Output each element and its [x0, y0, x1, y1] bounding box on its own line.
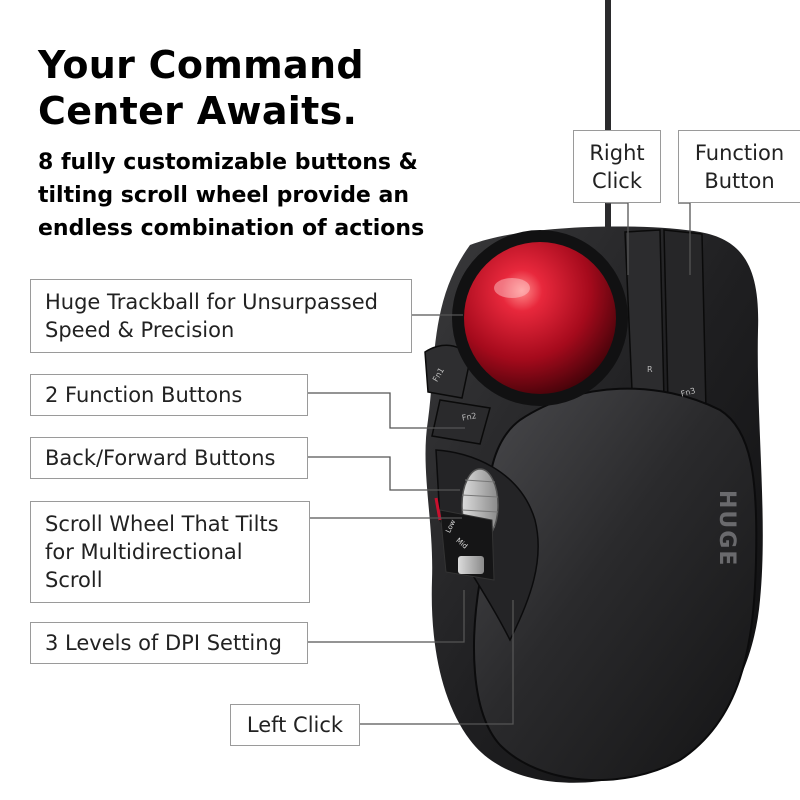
callout-back-forward-label: Back/Forward Buttons [45, 446, 276, 470]
fn2-marking: Fn2 [461, 411, 477, 422]
r-marking: R [647, 365, 653, 374]
callout-dpi-label: 3 Levels of DPI Setting [45, 631, 282, 655]
callout-scroll-wheel: Scroll Wheel That Tilts for Multidirecti… [30, 501, 310, 603]
callout-function-button: Function Button [678, 130, 800, 203]
callout-trackball-line-1: Huge Trackball for Unsurpassed [45, 290, 378, 314]
leader-dpi [308, 590, 465, 643]
callout-right-click-line-1: Right [589, 140, 645, 165]
leader-lines [308, 202, 691, 725]
callout-trackball: Huge Trackball for Unsurpassed Speed & P… [30, 279, 412, 353]
headline: Your Command Center Awaits. [38, 42, 364, 134]
leader-back-forward [308, 456, 460, 491]
subhead-line-3: endless combination of actions [38, 216, 425, 241]
callout-scroll-wheel-line-3: Scroll [45, 568, 103, 592]
headline-line-1: Your Command [38, 43, 364, 87]
callout-scroll-wheel-line-1: Scroll Wheel That Tilts [45, 512, 279, 536]
callout-scroll-wheel-line-2: for Multidirectional [45, 540, 243, 564]
fn3-marking: Fn3 [680, 386, 697, 399]
callout-function-button-line-2: Button [704, 168, 775, 193]
callout-left-click: Left Click [230, 704, 360, 746]
leader-function-button [678, 202, 691, 275]
subheadline: 8 fully customizable buttons & tilting s… [38, 146, 478, 245]
callout-function-buttons: 2 Function Buttons [30, 374, 308, 416]
fn2-button-shape [431, 399, 491, 445]
dpi-switch-slider [458, 556, 484, 574]
brand-marking: HUGE [714, 490, 739, 567]
headline-line-2: Center Awaits. [38, 89, 358, 133]
leader-right-click [606, 202, 629, 275]
function-button-shape [663, 229, 707, 411]
callout-dpi: 3 Levels of DPI Setting [30, 622, 308, 664]
callout-function-button-line-1: Function [694, 140, 785, 165]
callout-trackball-line-2: Speed & Precision [45, 318, 235, 342]
subhead-line-2: tilting scroll wheel provide an [38, 183, 410, 208]
callout-back-forward: Back/Forward Buttons [30, 437, 308, 479]
callout-right-click: Right Click [573, 130, 661, 203]
right-click-button-shape [624, 229, 665, 402]
subhead-line-1: 8 fully customizable buttons & [38, 150, 418, 175]
callout-function-buttons-label: 2 Function Buttons [45, 383, 243, 407]
callout-left-click-label: Left Click [246, 713, 344, 737]
trackball [464, 242, 616, 394]
leader-function-buttons [308, 392, 465, 429]
callout-right-click-line-2: Click [591, 168, 643, 193]
leader-left-click [360, 600, 514, 725]
